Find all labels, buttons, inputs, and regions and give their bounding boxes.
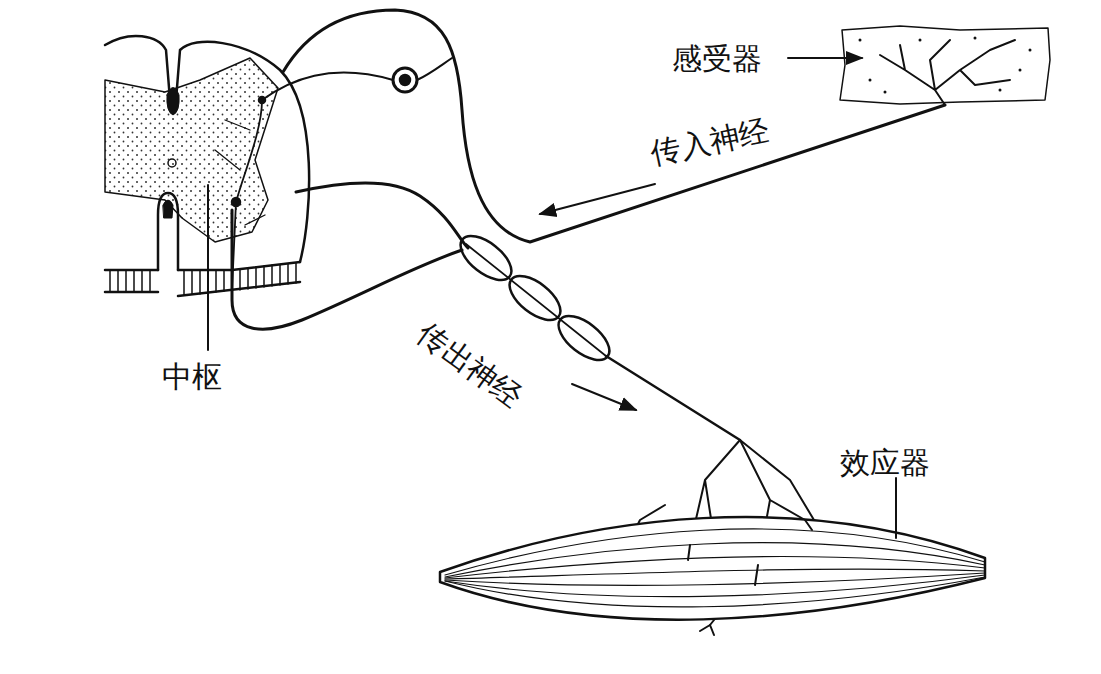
afferent-nerve [283, 10, 945, 242]
hatching [110, 263, 296, 295]
leader-line [207, 185, 209, 350]
muscle [440, 517, 985, 620]
afferent-fiber [262, 73, 393, 100]
direction-arrow [572, 384, 636, 410]
efferent-nerve [232, 210, 462, 329]
leader-arrow [788, 57, 862, 59]
ganglion-cell [393, 68, 417, 92]
central-canal [168, 159, 176, 167]
direction-arrow [540, 184, 655, 214]
receptor-endings [880, 40, 1015, 105]
leader-line [895, 478, 897, 538]
dorsal-sulcus [167, 88, 179, 116]
root-outline [296, 183, 468, 248]
ventral-fissure [158, 193, 178, 270]
afferent-fiber [417, 58, 452, 80]
tissue-dots [859, 37, 1032, 94]
receptor-tissue [840, 26, 1050, 104]
efferent-axon [606, 356, 740, 440]
white-matter-band [105, 262, 300, 296]
part-label: 效应器 [840, 448, 930, 478]
ventral-fissure [163, 200, 173, 218]
part-label: 传出神经 [412, 318, 527, 413]
muscle-fibers [445, 529, 985, 607]
ganglion-nucleus [400, 75, 410, 85]
part-label: 传入神经 [648, 115, 772, 169]
part-label: 中枢 [162, 362, 222, 392]
part-label: 感受器 [672, 44, 762, 74]
nerve-fiber [215, 120, 265, 225]
myelin-sheath [453, 228, 617, 369]
motor-endings [688, 520, 812, 585]
